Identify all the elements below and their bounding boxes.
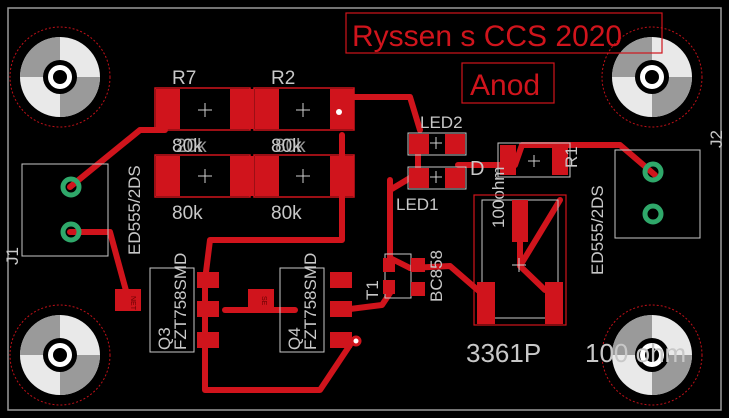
q3-pad-1 bbox=[197, 272, 219, 288]
anode-label: Anod bbox=[470, 69, 540, 102]
pot-pad-wiper bbox=[512, 200, 528, 242]
r2-value: 80k bbox=[271, 136, 302, 157]
r1-outline bbox=[497, 142, 571, 178]
led1-label: LED1 bbox=[396, 195, 439, 214]
q4-pad-3 bbox=[330, 332, 352, 348]
resistor-r3 bbox=[154, 154, 254, 198]
led2-pad-k bbox=[445, 134, 465, 154]
r1-pad-1 bbox=[500, 145, 516, 175]
t1-pad-1 bbox=[383, 258, 395, 272]
led2-label: LED2 bbox=[420, 113, 463, 132]
pot-pad-1 bbox=[477, 282, 495, 324]
mounting-hole-bottom-left bbox=[9, 304, 111, 406]
r1-pad-2 bbox=[552, 145, 568, 175]
j2-label: J2 bbox=[707, 130, 726, 148]
j1-pad-1 bbox=[60, 176, 82, 198]
q3-label: Q3 bbox=[155, 327, 174, 350]
t1-pad-4 bbox=[411, 282, 425, 296]
via-1 bbox=[336, 109, 342, 115]
bc858-label: BC858 bbox=[427, 250, 446, 302]
led2-outline bbox=[407, 132, 467, 156]
led1-pad-a bbox=[409, 168, 429, 188]
r-small-value-b: 80k bbox=[275, 136, 306, 157]
r2-label: R2 bbox=[271, 68, 295, 89]
j2-pad-1 bbox=[642, 161, 664, 183]
q4-label: Q4 bbox=[285, 327, 304, 350]
q4-tab-pad bbox=[248, 289, 274, 311]
t1-outline bbox=[384, 253, 412, 299]
resistor-r7 bbox=[154, 87, 254, 131]
led1-outline bbox=[407, 166, 467, 190]
r7-value: 80k bbox=[172, 136, 203, 157]
title-box bbox=[345, 12, 663, 54]
j2-pad-2 bbox=[642, 203, 664, 225]
q4-part: FZT758SMD bbox=[301, 253, 320, 350]
q3-pad-2 bbox=[197, 301, 219, 317]
ed-left-label: ED555/2DS bbox=[125, 165, 144, 255]
j1-label: J1 bbox=[3, 247, 22, 265]
ed-right-label: ED555/2DS bbox=[588, 185, 607, 275]
r1-value: 100ohm bbox=[489, 167, 508, 228]
pad-tag-right: SE bbox=[260, 296, 267, 306]
pot-copper-outline bbox=[473, 194, 567, 326]
pot-part: 3361P bbox=[466, 338, 541, 368]
anode-box bbox=[461, 62, 555, 104]
t1-label: T1 bbox=[363, 280, 382, 300]
board-title: Ryssen s CCS 2020 bbox=[352, 20, 622, 53]
resistor-r2 bbox=[253, 87, 355, 131]
t1-pad-3 bbox=[411, 258, 425, 272]
j1-pad-2 bbox=[60, 221, 82, 243]
via-2 bbox=[350, 335, 362, 347]
r-small-value-a: 20k bbox=[176, 136, 207, 157]
r4-value: 80k bbox=[271, 203, 302, 224]
connector-j2-outline bbox=[614, 149, 701, 239]
led2-pad-a bbox=[409, 134, 429, 154]
q4-pad-2 bbox=[330, 301, 352, 317]
q4-outline bbox=[279, 267, 325, 353]
pot-pad-2 bbox=[545, 282, 563, 324]
r7-label: R7 bbox=[172, 68, 196, 89]
q4-pad-1 bbox=[330, 272, 352, 288]
pad-tag-left: NET bbox=[129, 296, 136, 311]
t1-pad-2 bbox=[383, 280, 395, 294]
q3-tab-pad bbox=[115, 289, 141, 311]
pot-value: 100 ohm bbox=[585, 338, 686, 368]
led1-pad-k bbox=[445, 168, 465, 188]
resistor-r4 bbox=[253, 154, 355, 198]
q3-outline bbox=[149, 267, 195, 353]
q3-pad-3 bbox=[197, 332, 219, 348]
board-outline bbox=[7, 7, 722, 411]
pot-name: D bbox=[470, 158, 484, 180]
r3-value: 80k bbox=[172, 203, 203, 224]
mounting-hole-bottom-right bbox=[601, 304, 703, 406]
connector-j1-outline bbox=[21, 163, 109, 257]
r1-label: R1 bbox=[562, 146, 581, 168]
mounting-hole-top-left bbox=[9, 26, 111, 128]
q3-part: FZT758SMD bbox=[171, 253, 190, 350]
mounting-hole-top-right bbox=[601, 26, 703, 128]
